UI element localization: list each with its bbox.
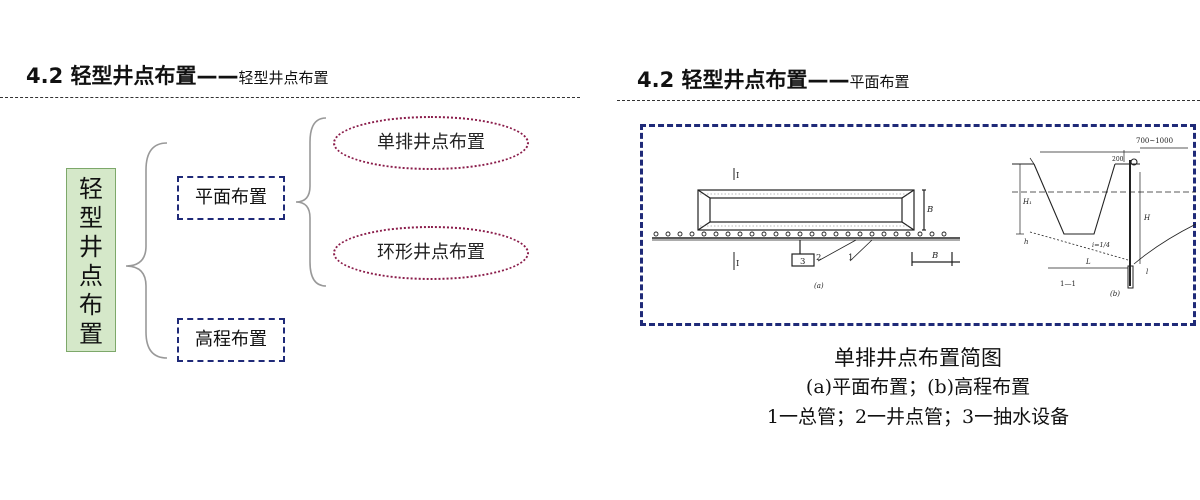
root-char: 点 <box>79 262 103 290</box>
ring-label: 环形井点布置 <box>377 242 485 263</box>
h-small-label: h <box>1024 238 1029 246</box>
right-title-sub: 平面布置 <box>849 73 910 91</box>
slope-label: i=1/4 <box>1092 241 1110 249</box>
pump-label: 3 <box>800 257 805 267</box>
left-slide-title: 4.2 轻型井点布置——轻型井点布置 <box>26 60 329 90</box>
pit-outer <box>697 189 915 231</box>
pit-inner <box>709 197 903 223</box>
l-small-label: l <box>1146 268 1148 276</box>
plane-layout-label: 平面布置 <box>195 187 267 208</box>
h1-label: H₁ <box>1022 198 1032 206</box>
pump-unit <box>791 253 815 267</box>
mindmap-braces <box>125 117 327 359</box>
plan-view-labels: I I B B 3 2 1 (a) <box>736 171 938 290</box>
section-label: 1—1 <box>1060 280 1076 288</box>
wellpipe-label: 2 <box>816 253 821 263</box>
plane-brace <box>295 117 327 287</box>
figure-caption-legend: 1一总管；2一井点管；3一抽水设备 <box>766 406 1070 428</box>
figure-caption-parts: (a)平面布置；(b)高程布置 <box>805 376 1031 398</box>
drawdown-curve <box>1029 231 1129 261</box>
root-topic-box: 轻 型 井 点 布 置 <box>66 168 116 352</box>
left-title-sub: 轻型井点布置 <box>238 69 329 87</box>
main-brace <box>125 142 168 359</box>
h-label: H <box>1143 214 1151 222</box>
wellpoint-figure: I I B B 3 2 1 (a) 700~1000 200 H₁ H h i=… <box>652 137 1196 298</box>
section-mark-bottom: I <box>736 259 739 269</box>
single-row-node: 单排井点布置 <box>333 116 529 170</box>
dim-b-bottom-label: B <box>931 251 938 261</box>
section-view-drawing <box>1012 147 1196 289</box>
l-label: L <box>1085 258 1091 266</box>
left-title-main: 4.2 轻型井点布置—— <box>26 64 239 88</box>
left-title-divider <box>0 97 580 98</box>
elevation-layout-node: 高程布置 <box>177 318 285 362</box>
section-view-labels: 700~1000 200 H₁ H h i=1/4 L l 1—1 (b) <box>1022 137 1173 298</box>
root-char: 置 <box>79 320 103 348</box>
root-char: 井 <box>79 233 103 261</box>
right-slide-title: 4.2 轻型井点布置——平面布置 <box>637 64 910 94</box>
root-char: 型 <box>79 204 103 232</box>
dim-top-label: 700~1000 <box>1136 137 1173 145</box>
plan-view-drawing <box>652 168 960 270</box>
dim-b-label: B <box>926 205 933 215</box>
right-title-main: 4.2 轻型井点布置—— <box>637 68 850 92</box>
elevation-layout-label: 高程布置 <box>195 329 267 350</box>
header-label: 1 <box>848 253 853 263</box>
plane-layout-node: 平面布置 <box>177 176 285 220</box>
pit-profile <box>1033 163 1116 235</box>
wellpoint-row <box>653 231 947 237</box>
right-title-divider <box>617 100 1200 101</box>
fig-b-caption: (b) <box>1110 290 1120 298</box>
section-mark-top: I <box>736 171 739 181</box>
figure-caption-title: 单排井点布置简图 <box>834 346 1002 370</box>
ring-node: 环形井点布置 <box>333 226 529 280</box>
root-char: 轻 <box>79 175 103 203</box>
fig-a-caption: (a) <box>814 282 824 290</box>
dim-200-label: 200 <box>1112 156 1124 163</box>
root-char: 布 <box>79 291 103 319</box>
single-row-label: 单排井点布置 <box>377 132 485 153</box>
